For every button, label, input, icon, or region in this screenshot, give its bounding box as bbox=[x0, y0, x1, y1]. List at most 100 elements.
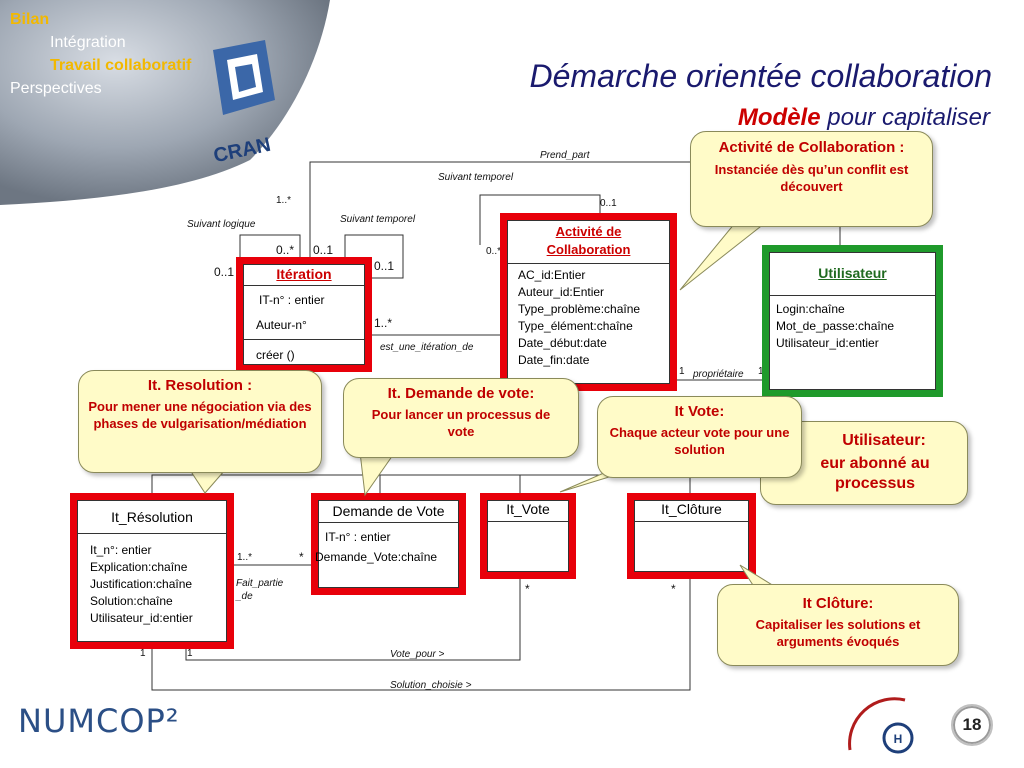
utilisateur-attrs: Login:chaîne Mot_de_passe:chaîne Utilisa… bbox=[776, 301, 894, 352]
mult-label: 1 bbox=[758, 366, 764, 377]
assoc-prend-part: Prend_part bbox=[540, 150, 590, 161]
cloture-class-frame bbox=[627, 493, 756, 579]
resolution-attr: It_n°: entier bbox=[90, 543, 152, 557]
cloture-class-name: It_Clôture bbox=[661, 501, 722, 517]
callout-activite-title: Activité de Collaboration : bbox=[718, 139, 905, 156]
mult-label: 0..1 bbox=[214, 265, 235, 279]
iteration-class-frame bbox=[236, 257, 372, 372]
callout-cloture-body: Capitaliser les solutions et arguments é… bbox=[755, 617, 921, 649]
activite-attr: Type_problème:chaîne bbox=[518, 302, 641, 316]
callout-cloture-title: It Clôture: bbox=[802, 595, 874, 612]
nav-item-bilan[interactable]: Bilan bbox=[10, 11, 50, 28]
iteration-class-name: Itération bbox=[276, 266, 332, 282]
resolution-class[interactable]: It_Résolution It_n°: entier Explication:… bbox=[77, 500, 227, 642]
iteration-attr-1: IT-n° : entier bbox=[259, 293, 325, 307]
vote-class[interactable]: It_Vote bbox=[487, 500, 569, 572]
mult-label: 1..* bbox=[374, 316, 393, 330]
assoc-vote-pour: Vote_pour > bbox=[390, 649, 445, 660]
callout-demande: It. Demande de vote: Pour lancer un proc… bbox=[343, 378, 579, 458]
mult-label: * bbox=[525, 582, 530, 596]
callout-resolution-body: Pour mener une négociation via des phase… bbox=[88, 399, 312, 431]
slide-title: Démarche orientée collaboration bbox=[529, 58, 992, 94]
callout-utilisateur-title: Utilisateur: bbox=[842, 432, 926, 449]
demande-attr-2: Demande_Vote:chaîne bbox=[315, 550, 438, 564]
resolution-attrs: It_n°: entier Explication:chaîne Justifi… bbox=[90, 542, 193, 627]
assoc-suivant-temporel-top: Suivant temporel bbox=[438, 172, 514, 183]
activite-attrs: AC_id:Entier Auteur_id:Entier Type_probl… bbox=[518, 267, 640, 369]
resolution-class-name: It_Résolution bbox=[111, 509, 193, 525]
numcop-logo: NUMCOP² bbox=[18, 702, 180, 740]
mult-label: * bbox=[671, 582, 676, 596]
activite-class-name: Activité de Collaboration bbox=[546, 224, 631, 257]
cran-logo: CRAN bbox=[212, 40, 275, 167]
activite-attr: AC_id:Entier bbox=[518, 268, 586, 282]
subtitle-highlight: Modèle bbox=[737, 104, 821, 131]
callout-cloture: It Clôture: Capitaliser les solutions et… bbox=[717, 584, 959, 666]
assoc-solution-choisie: Solution_choisie > bbox=[390, 680, 472, 691]
mult-label: 0..1 bbox=[600, 198, 617, 209]
assoc-suivant-logique: Suivant logique bbox=[187, 219, 256, 230]
resolution-attr: Utilisateur_id:entier bbox=[90, 611, 193, 625]
mult-label: 1 bbox=[679, 366, 685, 377]
utilisateur-class-name: Utilisateur bbox=[818, 265, 887, 281]
mult-label: * bbox=[299, 550, 304, 564]
activite-attr: Date_début:date bbox=[518, 336, 607, 350]
iteration-op: créer () bbox=[256, 348, 295, 362]
callout-utilisateur-body: eur abonné au processus bbox=[820, 455, 930, 492]
utilisateur-attr: Mot_de_passe:chaîne bbox=[776, 319, 895, 333]
resolution-class-frame bbox=[70, 493, 234, 649]
callout-vote: It Vote: Chaque acteur vote pour une sol… bbox=[597, 396, 802, 478]
utilisateur-class[interactable]: Utilisateur Login:chaîne Mot_de_passe:ch… bbox=[769, 252, 936, 390]
assoc-est-une-iteration-de: est_une_itération_de bbox=[380, 342, 474, 353]
resolution-attr: Explication:chaîne bbox=[90, 560, 188, 574]
activite-class[interactable]: Activité de Collaboration AC_id:Entier A… bbox=[507, 220, 670, 384]
slide-subtitle: Modèle pour capitaliser bbox=[738, 104, 990, 132]
callout-activite-body: Instanciée dès qu’un conflit est découve… bbox=[714, 162, 909, 194]
mult-label: 0..1 bbox=[313, 243, 334, 257]
iteration-class[interactable]: Itération IT-n° : entier Auteur-n° créer… bbox=[243, 264, 365, 365]
svg-text:H: H bbox=[894, 732, 903, 746]
page-number: 18 bbox=[951, 704, 993, 746]
iteration-attr-2: Auteur-n° bbox=[256, 318, 307, 332]
nav-item-integration[interactable]: Intégration bbox=[50, 34, 126, 51]
demande-class-name: Demande de Vote bbox=[332, 503, 445, 519]
demande-attr-1: IT-n° : entier bbox=[325, 530, 391, 544]
activite-class-frame bbox=[500, 213, 677, 391]
callout-resolution: It. Resolution : Pour mener une négociat… bbox=[78, 370, 322, 473]
utilisateur-attr: Login:chaîne bbox=[776, 302, 845, 316]
mult-label: 1 bbox=[187, 648, 193, 659]
callout-vote-body: Chaque acteur vote pour une solution bbox=[609, 425, 790, 457]
activite-attr: Date_fin:date bbox=[518, 353, 590, 367]
vote-class-frame bbox=[480, 493, 576, 579]
vote-class-name: It_Vote bbox=[506, 501, 550, 517]
university-seal-logo: H bbox=[848, 697, 914, 754]
mult-label: 1 bbox=[140, 648, 146, 659]
callout-activite: Activité de Collaboration : Instanciée d… bbox=[690, 131, 933, 227]
callout-demande-title: It. Demande de vote: bbox=[387, 385, 535, 402]
demande-class-frame bbox=[311, 493, 466, 595]
mult-label: 1..* bbox=[237, 552, 253, 563]
mult-label: 0..* bbox=[276, 243, 295, 257]
assoc-suivant-temporel-mid: Suivant temporel bbox=[340, 214, 416, 225]
activite-attr: Auteur_id:Entier bbox=[518, 285, 605, 299]
section-nav: Bilan Intégration Travail collaboratif P… bbox=[10, 8, 191, 100]
resolution-attr: Justification:chaîne bbox=[90, 577, 193, 591]
subtitle-rest: pour capitaliser bbox=[827, 104, 990, 131]
callout-resolution-title: It. Resolution : bbox=[147, 377, 253, 394]
mult-label: 1..* bbox=[276, 195, 292, 206]
activite-attr: Type_élément:chaîne bbox=[518, 319, 633, 333]
utilisateur-attr: Utilisateur_id:entier bbox=[776, 336, 879, 350]
demande-class[interactable]: Demande de Vote IT-n° : entier Demande_V… bbox=[315, 500, 459, 588]
nav-item-travail[interactable]: Travail collaboratif bbox=[50, 57, 192, 74]
cloture-class[interactable]: It_Clôture bbox=[634, 500, 749, 572]
callout-vote-title: It Vote: bbox=[674, 403, 725, 420]
assoc-fait-partie: Fait_partie bbox=[236, 578, 284, 589]
assoc-fait-partie-de: _de bbox=[236, 591, 253, 602]
mult-label: 0..1 bbox=[374, 259, 395, 273]
utilisateur-class-frame bbox=[762, 245, 943, 397]
assoc-proprietaire: propriétaire bbox=[693, 369, 744, 380]
callout-demande-body: Pour lancer un processus de vote bbox=[371, 407, 551, 439]
resolution-attr: Solution:chaîne bbox=[90, 594, 173, 608]
nav-item-perspectives[interactable]: Perspectives bbox=[10, 80, 102, 97]
